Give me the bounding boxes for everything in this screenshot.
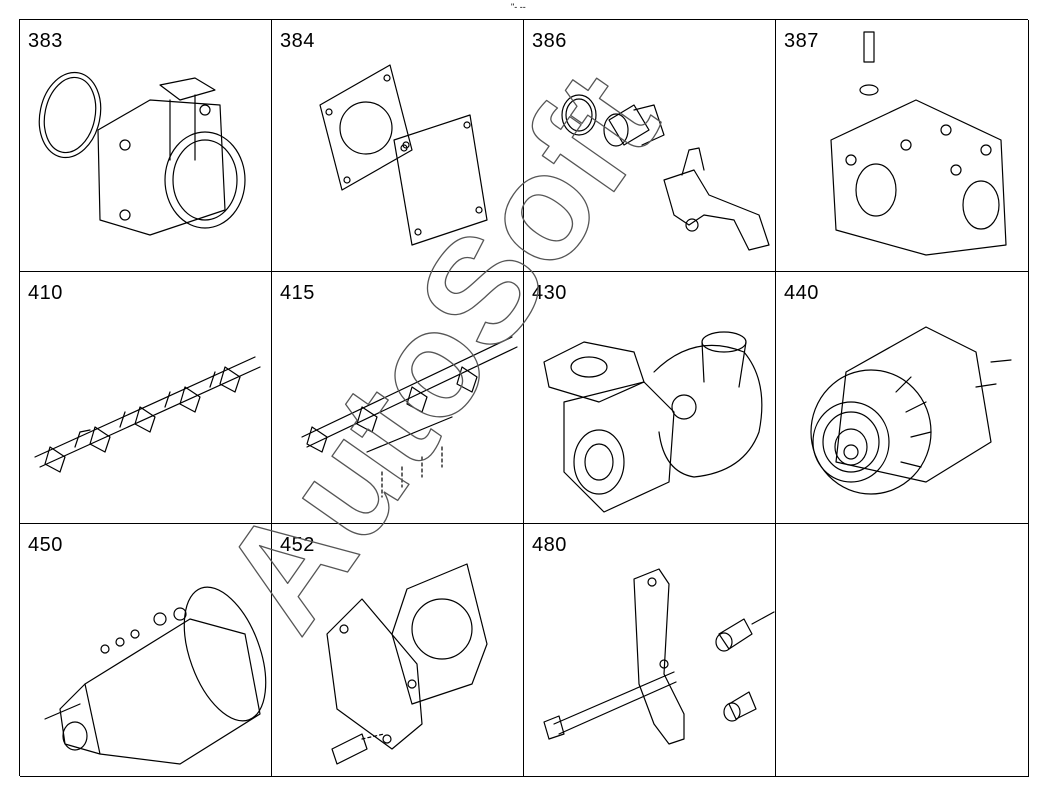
part-cell-452[interactable]: 452 (272, 524, 524, 777)
starter-motor-drawing (44, 586, 267, 765)
part-number: 452 (280, 534, 315, 556)
part-cell-383[interactable]: 383 (20, 20, 272, 272)
part-cell-440[interactable]: 440 (776, 272, 1029, 524)
part-number: 410 (28, 282, 63, 304)
part-cell-empty (776, 524, 1029, 777)
part-cell-430[interactable]: 430 (524, 272, 776, 524)
gasket-set-drawing (319, 64, 488, 246)
rocker-shaft-exploded-drawing (301, 336, 518, 498)
part-number: 440 (784, 282, 819, 304)
part-number: 383 (28, 30, 63, 52)
water-manifold-drawing (830, 31, 1007, 256)
parts-grid: 383 384 386 (19, 19, 1029, 777)
part-number: 480 (532, 534, 567, 556)
part-cell-415[interactable]: 415 (272, 272, 524, 524)
rocker-shaft-assembly-drawing (34, 356, 261, 473)
part-number: 415 (280, 282, 315, 304)
plug-and-sensor-drawing (561, 94, 770, 251)
cover-plate-gasket-drawing (326, 563, 488, 765)
part-cell-386[interactable]: 386 (524, 20, 776, 272)
top-mark: "- -- (511, 2, 526, 12)
alternator-drawing (810, 326, 1012, 495)
part-cell-480[interactable]: 480 (524, 524, 776, 777)
turbocharger-drawing (543, 331, 763, 513)
part-cell-410[interactable]: 410 (20, 272, 272, 524)
bracket-bolt-spacers-drawing (543, 568, 775, 745)
part-cell-384[interactable]: 384 (272, 20, 524, 272)
part-number: 450 (28, 534, 63, 556)
part-number: 430 (532, 282, 567, 304)
thermostat-housing-drawing (38, 71, 246, 236)
part-cell-450[interactable]: 450 (20, 524, 272, 777)
part-cell-387[interactable]: 387 (776, 20, 1029, 272)
part-number: 384 (280, 30, 315, 52)
part-number: 387 (784, 30, 819, 52)
part-number: 386 (532, 30, 567, 52)
